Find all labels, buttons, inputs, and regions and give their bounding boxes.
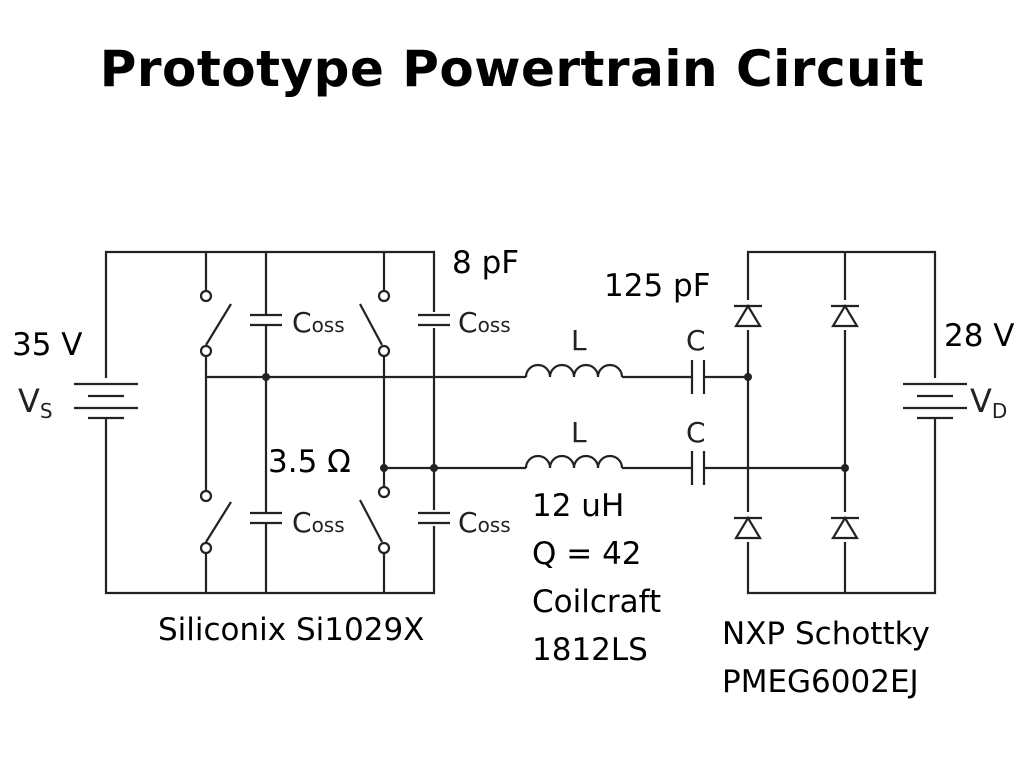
- capacitor-bottom-icon: [690, 451, 849, 485]
- switch-part-label: Siliconix Si1029X: [158, 612, 425, 648]
- source-voltage-label: 35 V: [12, 327, 83, 363]
- coss-leg-right: [418, 312, 450, 526]
- capacitor-bottom-label: C: [686, 416, 706, 449]
- load-voltage-label: 28 V: [944, 318, 1015, 354]
- switch-leg-right: [359, 252, 391, 593]
- vd-symbol: VD: [970, 382, 1007, 423]
- battery-vd-icon: [903, 382, 967, 420]
- coss-label-top-right: Coss: [458, 306, 511, 339]
- bridge-nodes: [206, 373, 526, 472]
- vs-symbol: VS: [18, 382, 53, 423]
- slide-title: Prototype Powertrain Circuit: [99, 40, 925, 98]
- diode-bottom-right-icon: [831, 512, 859, 542]
- coss-label-bottom-left: Coss: [292, 506, 345, 539]
- diode-bottom-left-icon: [734, 512, 762, 542]
- resistance-label: 3.5 Ω: [268, 444, 351, 480]
- inductor-value-label: 12 uH: [532, 488, 625, 524]
- diode-vendor-label: NXP Schottky: [722, 616, 930, 652]
- inductor-bottom-icon: [524, 454, 692, 470]
- capacitor-top-label: C: [686, 324, 706, 357]
- inductor-q-label: Q = 42: [532, 536, 642, 572]
- switch-leg-left: [199, 252, 232, 593]
- inductor-bottom-label: L: [571, 416, 587, 449]
- capacitor-top-icon: [690, 360, 752, 394]
- inductor-top-icon: [524, 363, 692, 379]
- diode-top-left-icon: [734, 300, 762, 330]
- inductor-vendor-label: Coilcraft: [532, 584, 662, 620]
- capacitor-value-label: 125 pF: [604, 268, 711, 304]
- inductor-part-label: 1812LS: [532, 632, 648, 668]
- coss-value-label: 8 pF: [452, 245, 520, 281]
- inductor-top-label: L: [571, 324, 587, 357]
- source-wires: [104, 250, 436, 595]
- coss-label-bottom-right: Coss: [458, 506, 511, 539]
- coss-label-top-left: Coss: [292, 306, 345, 339]
- diode-top-right-icon: [831, 300, 859, 330]
- battery-vs-icon: [74, 382, 138, 420]
- diode-part-label: PMEG6002EJ: [722, 664, 919, 700]
- coss-leg-left: [250, 252, 282, 593]
